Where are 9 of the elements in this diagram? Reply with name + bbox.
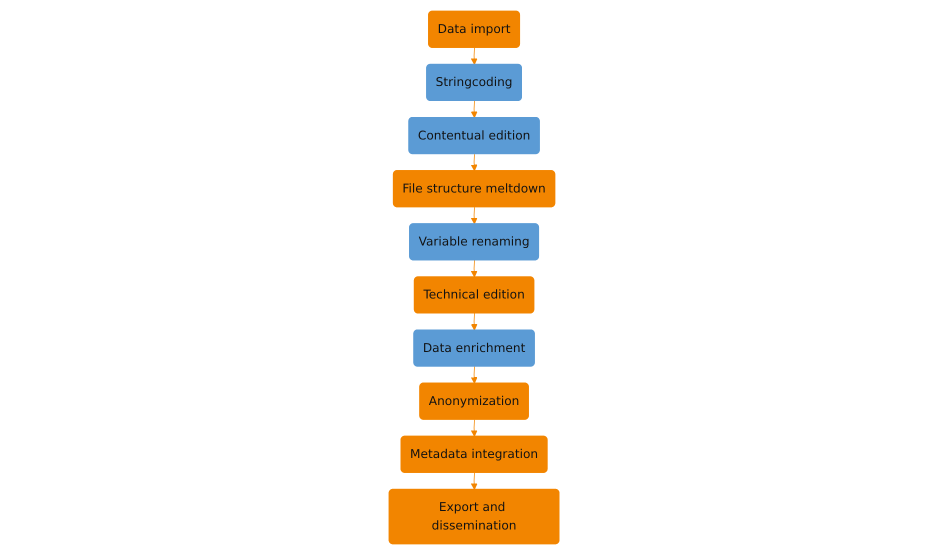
arrow: [471, 313, 478, 331]
arrow: [471, 100, 478, 118]
arrow: [471, 366, 478, 384]
arrow: [471, 472, 478, 490]
arrow: [471, 154, 478, 172]
arrow: [471, 206, 478, 224]
arrow: [471, 48, 478, 65]
arrow: [471, 419, 478, 437]
arrow: [471, 260, 478, 278]
